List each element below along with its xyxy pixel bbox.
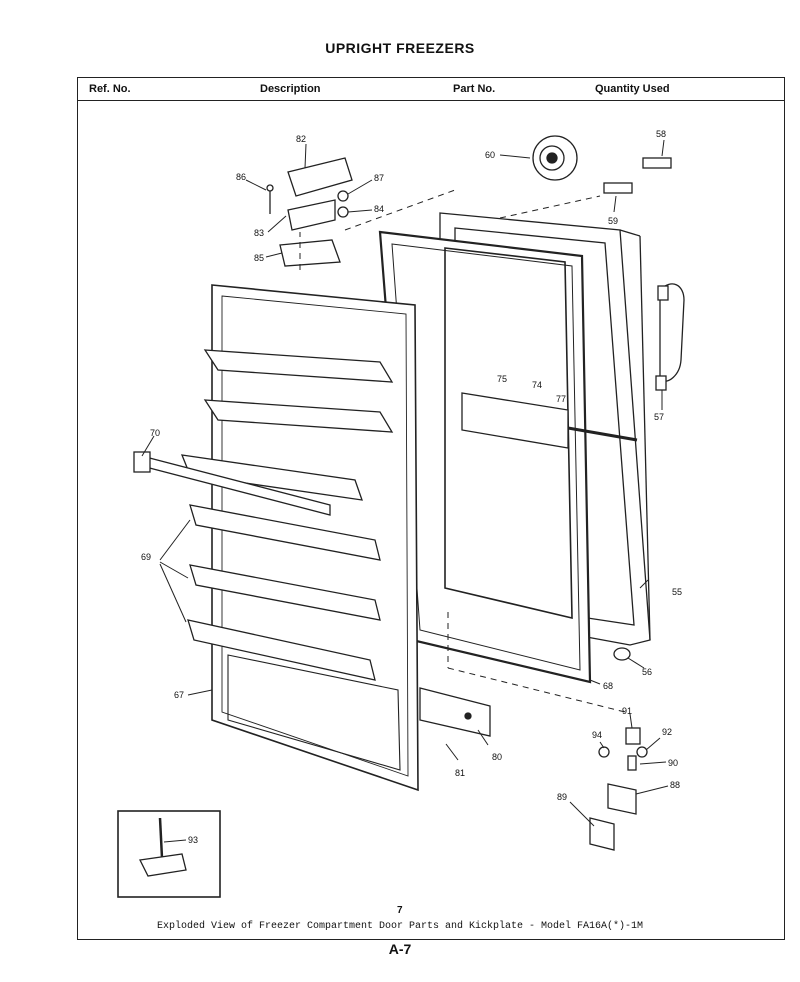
callout-57: 57: [654, 412, 664, 422]
callout-82: 82: [296, 134, 306, 144]
callout-89: 89: [557, 792, 567, 802]
description-header: Description: [260, 83, 321, 95]
door-bar: [133, 451, 331, 516]
latch-inset: [461, 392, 638, 449]
callout-70: 70: [150, 428, 160, 438]
figure-caption: Exploded View of Freezer Compartment Doo…: [156, 921, 644, 932]
kickplate: [419, 687, 491, 737]
callout-69: 69: [141, 552, 151, 562]
hinge-assembly: [266, 157, 353, 267]
part-no-header: Part No.: [453, 83, 496, 95]
callout-83: 83: [254, 228, 264, 238]
part-56-bumper: [613, 647, 631, 661]
callout-59: 59: [608, 216, 618, 226]
callout-74: 74: [532, 380, 542, 390]
callout-55: 55: [672, 587, 682, 597]
callout-94: 94: [592, 730, 602, 740]
leveler-inset: [117, 810, 221, 898]
callout-58: 58: [656, 129, 666, 139]
callout-84: 84: [374, 204, 384, 214]
part-59-plate: [603, 182, 633, 194]
callout-77: 77: [556, 394, 566, 404]
callout-68: 68: [603, 681, 613, 691]
leader-lines: [141, 139, 669, 843]
callout-67: 67: [174, 690, 184, 700]
callout-86: 86: [236, 172, 246, 182]
callout-93: 93: [188, 835, 198, 845]
callout-90: 90: [668, 758, 678, 768]
callout-85: 85: [254, 253, 264, 263]
quantity-header: Quantity Used: [595, 83, 670, 95]
callout-60: 60: [485, 150, 495, 160]
callout-81: 81: [455, 768, 465, 778]
callout-92: 92: [662, 727, 672, 737]
page-footer: A-7: [388, 941, 412, 957]
lock-cylinder: [532, 135, 578, 181]
callout-56: 56: [642, 667, 652, 677]
door-handle: [655, 283, 685, 391]
callout-88: 88: [670, 780, 680, 790]
callout-91: 91: [622, 706, 632, 716]
leveler-parts: [589, 727, 648, 851]
callout-87: 87: [374, 173, 384, 183]
part-58-strip: [642, 157, 672, 169]
door-shelves: [180, 349, 394, 681]
page-title: UPRIGHT FREEZERS: [325, 40, 475, 56]
callout-75: 75: [497, 374, 507, 384]
parts-frame: [77, 77, 785, 940]
page-number: 7: [397, 905, 403, 916]
assembly-lines: [299, 189, 626, 713]
callout-80: 80: [492, 752, 502, 762]
ref-no-header: Ref. No.: [89, 83, 131, 95]
callout-labels: 82 86 87 84 83 85 60 58 59 57 75 74 77 7…: [141, 129, 682, 845]
table-header: Ref. No. Description Part No. Quantity U…: [77, 77, 785, 101]
